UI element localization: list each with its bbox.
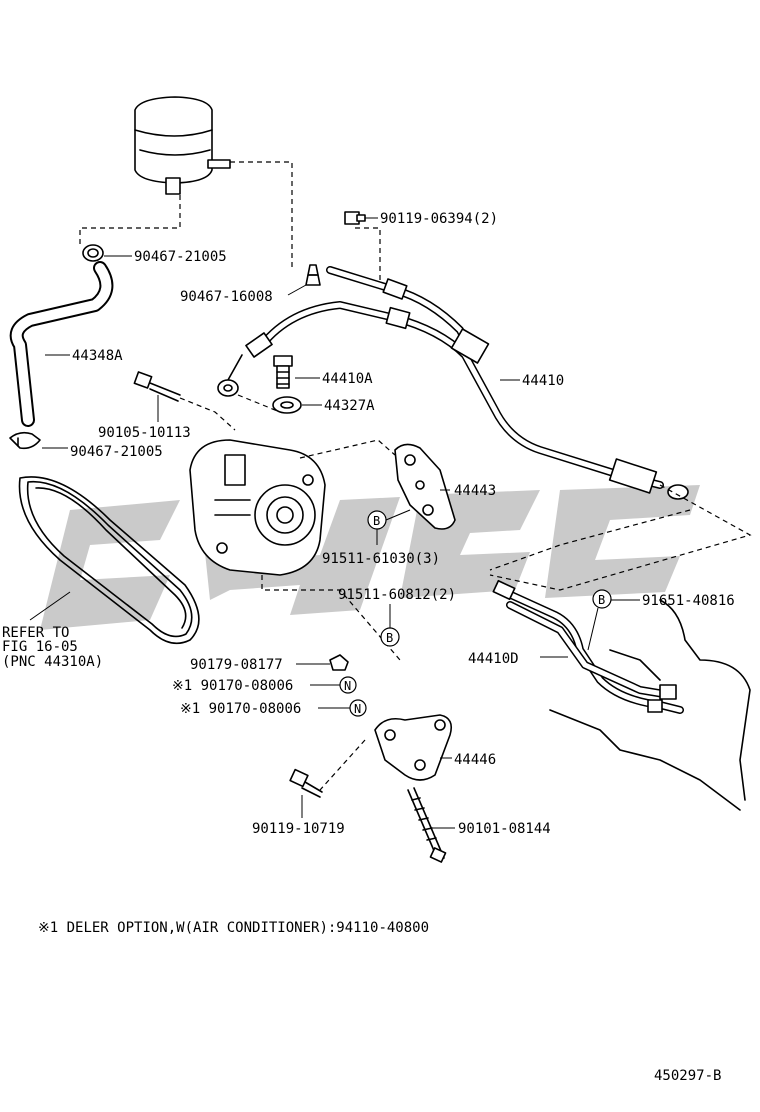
callout-n-lower: N: [349, 699, 367, 717]
label-90170-08006-a: ※1 90170-08006: [172, 678, 293, 694]
label-90467-21005-bottom: 90467-21005: [70, 444, 163, 460]
pressure-hose-assembly: [227, 266, 689, 500]
clamp-icon-lower: [9, 431, 41, 450]
bracket-upper: [394, 443, 456, 530]
vane-pump: [189, 439, 326, 576]
label-refer-to: REFER TO: [2, 625, 69, 641]
callout-b-upper: B: [367, 510, 387, 530]
label-91651-40816: 91651-40816: [642, 593, 735, 609]
label-91511-60812: 91511-60812(2): [338, 587, 456, 603]
gasket-icon: [272, 396, 302, 414]
label-90119-06394: 90119-06394(2): [380, 211, 498, 227]
label-90101-08144: 90101-08144: [458, 821, 551, 837]
label-44446: 44446: [454, 752, 496, 768]
long-bolt-icon: [133, 371, 181, 402]
label-90467-21005-top: 90467-21005: [134, 249, 227, 265]
label-44443: 44443: [454, 483, 496, 499]
nut-icon: [329, 654, 349, 671]
callout-letter: B: [373, 514, 380, 528]
callout-letter: N: [344, 679, 351, 693]
figure-id: 450297-B: [654, 1068, 721, 1084]
label-refer-pnc: (PNC 44310A): [2, 654, 103, 670]
bolt-icon: [344, 211, 366, 225]
label-90170-08006-b: ※1 90170-08006: [180, 701, 301, 717]
clip-icon: [305, 264, 321, 286]
pressure-tube: [492, 579, 684, 714]
label-90467-16008: 90467-16008: [180, 289, 273, 305]
label-refer-fig: FIG 16-05: [2, 639, 78, 655]
union-bolt-icon: [273, 355, 293, 389]
label-91511-61030: 91511-61030(3): [322, 551, 440, 567]
reservoir-tank: [134, 96, 231, 195]
stud-bolt-icon: [407, 787, 447, 863]
drive-belt: [18, 476, 200, 645]
label-90105-10113: 90105-10113: [98, 425, 191, 441]
label-90179-08177: 90179-08177: [190, 657, 283, 673]
callout-b-lower: B: [380, 627, 400, 647]
return-hose: [9, 261, 114, 427]
watermark-logo: [40, 485, 700, 630]
callout-letter: B: [598, 593, 605, 607]
label-44410D: 44410D: [468, 651, 519, 667]
footnote: ※1 DELER OPTION,W(AIR CONDITIONER):94110…: [38, 920, 429, 936]
clamp-icon: [82, 244, 104, 262]
label-44348A: 44348A: [72, 348, 123, 364]
steering-gear-housing: [549, 599, 751, 811]
label-44410: 44410: [522, 373, 564, 389]
callout-b-right: B: [592, 589, 612, 609]
label-44410A: 44410A: [322, 371, 373, 387]
washer-icon: [217, 379, 239, 397]
label-44327A: 44327A: [324, 398, 375, 414]
callout-n-upper: N: [339, 676, 357, 694]
callout-letter: B: [386, 631, 393, 645]
callout-letter: N: [354, 702, 361, 716]
bracket-lower: [374, 714, 453, 781]
label-90119-10719: 90119-10719: [252, 821, 345, 837]
bolt-icon-lower: [289, 768, 323, 798]
